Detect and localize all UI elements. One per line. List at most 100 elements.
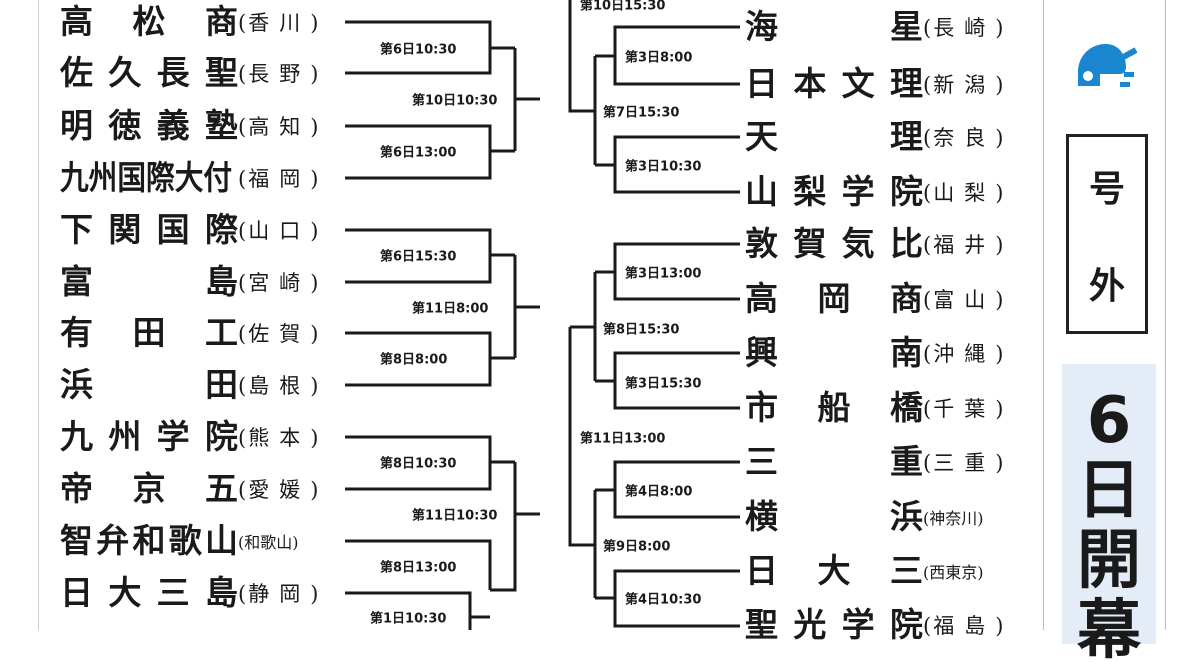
- extra-edition-char: 号: [1088, 167, 1125, 210]
- team-name: 高松商: [60, 2, 238, 41]
- team-name: 九州学院: [60, 417, 238, 456]
- prefecture-name: 宮崎: [248, 271, 311, 295]
- prefecture-name: 三重: [933, 451, 996, 475]
- opening-char: 日: [1077, 454, 1141, 528]
- team-name: 日大三: [745, 551, 923, 590]
- team-name: 明徳義塾: [60, 106, 238, 145]
- prefecture: (山口): [238, 219, 321, 243]
- game-time: 第8日10:30: [380, 456, 457, 472]
- game-time: 第6日10:30: [380, 42, 457, 58]
- team-row: 浜田(島根): [60, 362, 343, 408]
- team-name: 天理: [745, 117, 923, 156]
- prefecture: (宮崎): [238, 271, 321, 295]
- game-time: 第3日8:00: [625, 50, 693, 66]
- prefecture: (佐賀): [238, 322, 321, 346]
- team-row: 三重(三重): [745, 439, 1028, 485]
- team-name: 聖光学院: [745, 605, 923, 644]
- game-time: 第6日15:30: [380, 249, 457, 265]
- game-time: 第8日8:00: [380, 352, 448, 368]
- prefecture-name: 長野: [248, 62, 311, 86]
- prefecture: (長野): [238, 62, 321, 86]
- team-row: 山梨学院(山梨): [745, 169, 1028, 215]
- team-row: 帝京五(愛媛): [60, 466, 343, 512]
- team-name: 興南: [745, 333, 923, 372]
- prefecture-name: 島根: [248, 374, 311, 398]
- game-time: 第3日10:30: [625, 159, 702, 175]
- team-name: 敦賀気比: [745, 224, 923, 263]
- panel-rule: [1165, 0, 1166, 630]
- prefecture-name: 高知: [248, 115, 311, 139]
- game-time: 第4日10:30: [625, 592, 702, 608]
- prefecture-name: 香川: [248, 11, 311, 35]
- team-row: 横浜(神奈川): [745, 494, 1028, 540]
- prefecture-name: 新潟: [933, 73, 996, 97]
- team-row: 有田工(佐賀): [60, 310, 343, 356]
- team-name: 下関国際: [60, 210, 238, 249]
- team-row: 日大三島(静岡): [60, 570, 343, 616]
- prefecture: (西東京): [923, 563, 984, 582]
- game-time: 第1日10:30: [370, 611, 447, 627]
- prefecture-name: 愛媛: [248, 478, 311, 502]
- prefecture: (島根): [238, 374, 321, 398]
- game-time: 第11日8:00: [412, 301, 489, 317]
- prefecture-name: 和歌山: [244, 533, 293, 552]
- team-row: 日本文理(新潟): [745, 61, 1028, 107]
- prefecture-name: 千葉: [933, 397, 996, 421]
- prefecture: (福島): [923, 614, 1006, 638]
- game-time: 第8日13:00: [380, 560, 457, 576]
- team-row: 市船橋(千葉): [745, 385, 1028, 431]
- game-time: 第11日13:00: [580, 431, 666, 447]
- game-time: 第11日10:30: [412, 508, 498, 524]
- team-name: 佐久長聖: [60, 53, 238, 92]
- opening-date-box: 6 日 開 幕: [1062, 364, 1156, 666]
- prefecture: (三重): [923, 451, 1006, 475]
- left-margin-rule: [38, 0, 39, 630]
- prefecture-name: 奈良: [933, 126, 996, 150]
- game-time: 第4日8:00: [625, 484, 693, 500]
- team-row: 智弁和歌山(和歌山): [60, 518, 343, 564]
- opening-char: 開: [1077, 524, 1141, 598]
- prefecture: (和歌山): [238, 533, 299, 552]
- prefecture: (新潟): [923, 73, 1006, 97]
- game-time: 第7日15:30: [603, 105, 680, 121]
- team-row: 富島(宮崎): [60, 259, 343, 305]
- team-row: 高松商(香川): [60, 0, 343, 45]
- prefecture-name: 福岡: [248, 167, 311, 191]
- team-row: 高岡商(富山): [745, 276, 1028, 322]
- team-name: 浜田: [60, 365, 238, 404]
- prefecture-name: 神奈川: [929, 509, 978, 528]
- opening-char: 6: [1086, 384, 1132, 458]
- game-time: 第3日13:00: [625, 266, 702, 282]
- extra-edition-box: 号 外: [1066, 134, 1148, 334]
- team-name: 高岡商: [745, 279, 923, 318]
- team-name: 富島: [60, 262, 238, 301]
- team-row: 明徳義塾(高知): [60, 103, 343, 149]
- team-row: 興南(沖縄): [745, 330, 1028, 376]
- prefecture: (沖縄): [923, 342, 1006, 366]
- team-name: 九州国際大付: [60, 158, 233, 197]
- prefecture: (熊本): [238, 426, 321, 450]
- team-name: 市船橋: [745, 388, 923, 427]
- team-name: 山梨学院: [745, 172, 923, 211]
- prefecture: (千葉): [923, 397, 1006, 421]
- team-row: 佐久長聖(長野): [60, 50, 343, 96]
- team-name: 日本文理: [745, 64, 923, 103]
- prefecture-name: 熊本: [248, 426, 311, 450]
- prefecture-name: 福井: [933, 233, 996, 257]
- prefecture: (山梨): [923, 181, 1006, 205]
- prefecture-name: 福島: [933, 614, 996, 638]
- prefecture-name: 静岡: [248, 582, 311, 606]
- prefecture: (福井): [923, 233, 1006, 257]
- team-name: 智弁和歌山: [60, 521, 238, 560]
- prefecture: (静岡): [238, 582, 321, 606]
- extra-edition-char: 外: [1088, 264, 1125, 307]
- panel-rule: [1043, 0, 1044, 630]
- team-name: 日大三島: [60, 573, 238, 612]
- team-name: 三重: [745, 442, 923, 481]
- prefecture: (愛媛): [238, 478, 321, 502]
- prefecture: (香川): [238, 11, 321, 35]
- prefecture: (富山): [923, 288, 1006, 312]
- prefecture-name: 長崎: [933, 16, 996, 40]
- prefecture: (福岡): [238, 167, 321, 191]
- team-name: 帝京五: [60, 469, 238, 508]
